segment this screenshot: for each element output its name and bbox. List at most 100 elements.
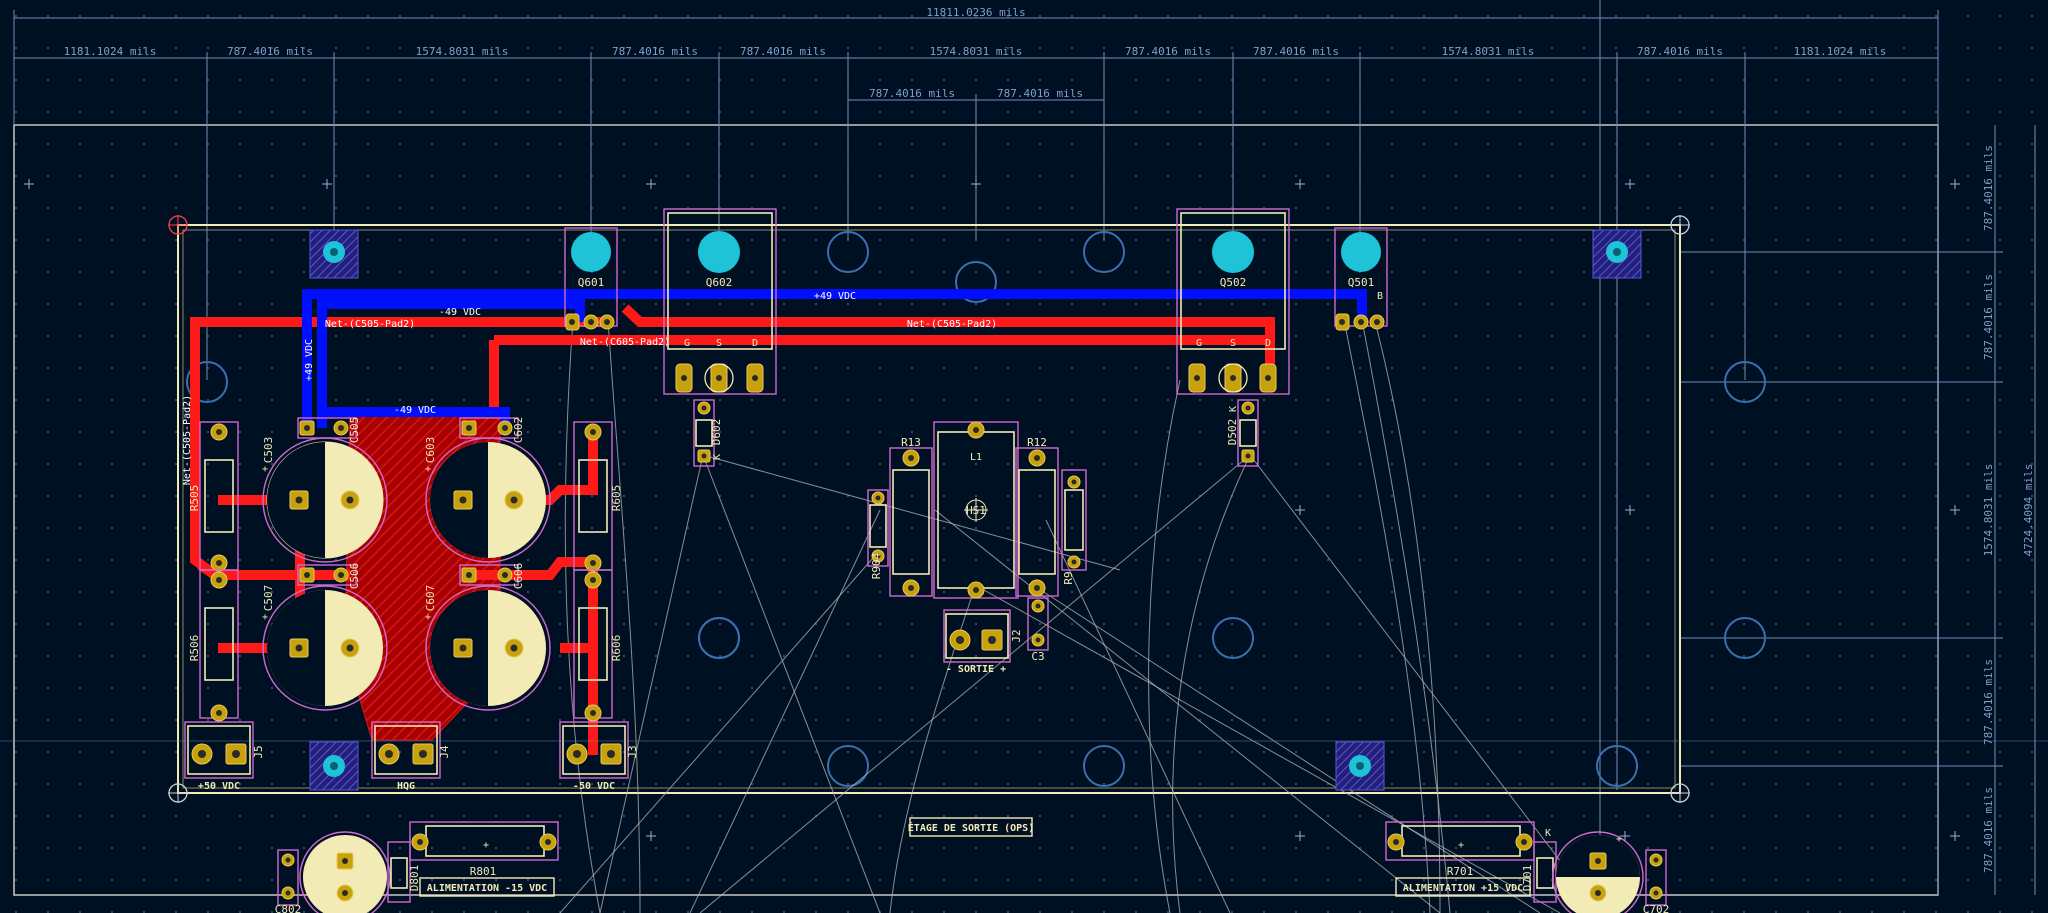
resistor-r506[interactable]: R506 xyxy=(188,569,239,722)
dim-right-5: 787.4016 mils xyxy=(1982,787,1995,873)
ref-d801: D801 xyxy=(408,865,421,892)
ref-c606: C606 xyxy=(512,563,525,590)
capacitor-c602[interactable]: C602 xyxy=(459,417,525,444)
ref-r801: R801 xyxy=(470,865,497,878)
ref-c603: C603 xyxy=(424,437,437,464)
ref-r506: R506 xyxy=(188,635,201,662)
ref-d602: D602 xyxy=(710,419,723,446)
capacitor-c505[interactable]: C505 xyxy=(297,417,361,444)
thermal-vias xyxy=(309,229,1642,791)
dim-right-1: 787.4016 mils xyxy=(1982,145,1995,231)
label-alim-pos: ALIMENTATION +15 VDC xyxy=(1403,883,1523,894)
transistor-q601[interactable]: Q601 xyxy=(564,227,618,331)
pin-g-q602: G xyxy=(684,338,690,349)
dim-top-10: 787.4016 mils xyxy=(1637,45,1723,58)
dim-right-2: 787.4016 mils xyxy=(1982,274,1995,360)
diode-d602[interactable]: D602 K xyxy=(693,399,723,467)
ref-c607: C607 xyxy=(424,585,437,612)
net-label-neg49-top: -49 VDC xyxy=(439,307,481,318)
ref-q602: Q602 xyxy=(706,276,733,289)
ref-c506: C506 xyxy=(348,563,361,590)
heatsink-hs1[interactable]: HS1 L1 xyxy=(933,421,1019,599)
ref-l1: L1 xyxy=(970,452,982,463)
power-supply-pos15[interactable]: + R701 ALIMENTATION +15 VDC D701 K + C70… xyxy=(1385,821,1670,913)
svg-text:+: + xyxy=(483,840,489,851)
ref-c503: C503 xyxy=(262,437,275,464)
transistor-q602[interactable]: Q602 G S D xyxy=(663,208,777,395)
net-label-c605: Net-(C605-Pad2) xyxy=(580,337,670,348)
ref-d502: D502 xyxy=(1226,419,1239,446)
pin-k-d701: K xyxy=(1545,828,1551,839)
connector-j5[interactable]: J5 +50 VDC xyxy=(184,721,265,792)
connector-j4[interactable]: J4 HQG xyxy=(371,721,451,792)
ref-d701: D701 xyxy=(1521,865,1534,892)
svg-text:+: + xyxy=(1616,834,1622,845)
net-label-c505-left: Net-(C505-Pad2) xyxy=(325,319,415,330)
dim-top-2: 787.4016 mils xyxy=(227,45,313,58)
dim-top-5: 787.4016 mils xyxy=(740,45,826,58)
transistor-q501[interactable]: Q501 B xyxy=(1334,227,1388,331)
ref-j4: J4 xyxy=(438,745,451,759)
label-j4: HQG xyxy=(397,781,415,792)
resistor-r606[interactable]: R606 xyxy=(573,569,623,722)
ref-j2: J2 xyxy=(1010,629,1023,642)
capacitor-c506[interactable]: C506 xyxy=(297,563,361,590)
dim-second-2: 787.4016 mils xyxy=(997,87,1083,100)
capacitor-c603[interactable]: C603 + xyxy=(424,437,551,563)
resistor-r904[interactable]: R904 xyxy=(867,489,889,579)
svg-text:+: + xyxy=(262,464,268,475)
capacitor-c503[interactable]: C503 + xyxy=(262,437,388,563)
resistor-r605[interactable]: R605 xyxy=(573,421,623,572)
label-j5: +50 VDC xyxy=(198,781,240,792)
pin-g-q502: G xyxy=(1196,338,1202,349)
net-label-pos49-vert: +49 VDC xyxy=(304,339,315,381)
dim-right-total: 4724.4094 mils xyxy=(2022,464,2035,557)
svg-text:+: + xyxy=(1458,840,1464,851)
pin-b-q501: B xyxy=(1377,291,1383,302)
diode-d502[interactable]: D502 K xyxy=(1226,399,1259,467)
ref-c702: C702 xyxy=(1643,903,1670,913)
capacitor-c3[interactable]: C3 xyxy=(1027,597,1049,663)
dim-top-6: 1574.8031 mils xyxy=(930,45,1023,58)
ref-c602: C602 xyxy=(512,417,525,444)
net-label-pos49-top: +49 VDC xyxy=(814,291,856,302)
pin-d-q602: D xyxy=(752,338,758,349)
capacitor-c607[interactable]: C607 + xyxy=(424,585,551,711)
capacitor-c507[interactable]: C507 + xyxy=(262,585,388,711)
mounting-holes xyxy=(186,231,1766,787)
label-sortie: - SORTIE + xyxy=(946,664,1006,675)
transistor-q502[interactable]: Q502 G S D xyxy=(1176,208,1290,395)
dim-overall: 11811.0236 mils xyxy=(926,6,1025,19)
ref-q502: Q502 xyxy=(1220,276,1247,289)
ref-r9: R9 xyxy=(1062,571,1075,584)
ref-hs1: HS1 xyxy=(966,504,986,517)
resistor-r9[interactable]: R9 xyxy=(1061,469,1087,585)
ref-q501: Q501 xyxy=(1348,276,1375,289)
ref-r701: R701 xyxy=(1447,865,1474,878)
label-alim-neg: ALIMENTATION -15 VDC xyxy=(427,883,547,894)
dim-top-1: 1181.1024 mils xyxy=(64,45,157,58)
resistor-r13[interactable]: R13 xyxy=(889,436,933,597)
ref-r12: R12 xyxy=(1027,436,1047,449)
svg-text:+: + xyxy=(262,612,268,623)
dim-right-3: 1574.8031 mils xyxy=(1982,464,1995,557)
pin-d-q502: D xyxy=(1265,338,1271,349)
net-label-c505-vert: Net-(C505-Pad2) xyxy=(182,395,193,485)
ref-r904: R904 xyxy=(870,552,883,579)
label-etage: ÉTAGE DE SORTIE (OPS) xyxy=(908,821,1034,834)
svg-text:+: + xyxy=(425,612,431,623)
ref-r605: R605 xyxy=(610,485,623,512)
dim-top-8: 787.4016 mils xyxy=(1253,45,1339,58)
resistor-r12[interactable]: R12 xyxy=(1015,436,1059,597)
connector-j2[interactable]: J2 - SORTIE + xyxy=(943,609,1023,675)
corner-targets xyxy=(168,215,1690,803)
dim-top-9: 1574.8031 mils xyxy=(1442,45,1535,58)
board-title: ÉTAGE DE SORTIE (OPS) xyxy=(908,817,1034,837)
dim-top-3: 1574.8031 mils xyxy=(416,45,509,58)
board-edge-inner xyxy=(182,229,1676,789)
connector-j3[interactable]: J3 -50 VDC xyxy=(559,721,639,792)
power-supply-neg15[interactable]: C802 D801 + R801 ALIMENTATION -15 VDC xyxy=(275,821,559,913)
ref-c505: C505 xyxy=(348,417,361,444)
capacitor-c606[interactable]: C606 xyxy=(459,563,525,590)
